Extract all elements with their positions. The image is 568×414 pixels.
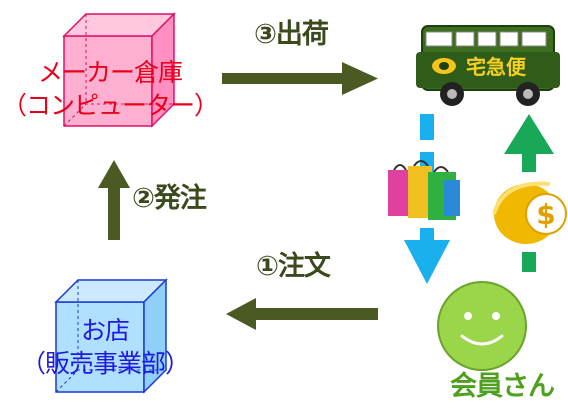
member-label: 会員さん <box>450 371 555 402</box>
van-text: 宅急便 <box>466 55 527 79</box>
customer-order-arrow <box>226 298 378 330</box>
step-customer-order-label: ①注文 <box>256 251 331 282</box>
order-to-maker-arrow <box>98 160 130 240</box>
delivery-van-icon: 宅急便 <box>416 25 560 106</box>
shop-label-line2: （販売事業部） <box>20 349 190 378</box>
shopping-bags-icon <box>388 160 460 220</box>
maker-warehouse-cube <box>62 12 176 128</box>
step-order-to-maker-label: ②発注 <box>132 183 207 214</box>
step-shipment-label: ③出荷 <box>254 19 329 50</box>
maker-warehouse-label: メーカー倉庫 （コンピューター） <box>0 56 220 122</box>
maker-label-line1: メーカー倉庫 <box>37 58 183 87</box>
maker-label-line2: （コンピューター） <box>1 91 219 120</box>
shop-label-line1: お店 <box>80 316 130 345</box>
shop-cube <box>54 278 168 394</box>
money-icon: $ <box>492 181 567 244</box>
member-face-icon <box>437 281 527 371</box>
shop-label: お店 （販売事業部） <box>0 314 210 380</box>
shipment-arrow <box>222 62 378 95</box>
dollar-sign: $ <box>536 198 555 231</box>
